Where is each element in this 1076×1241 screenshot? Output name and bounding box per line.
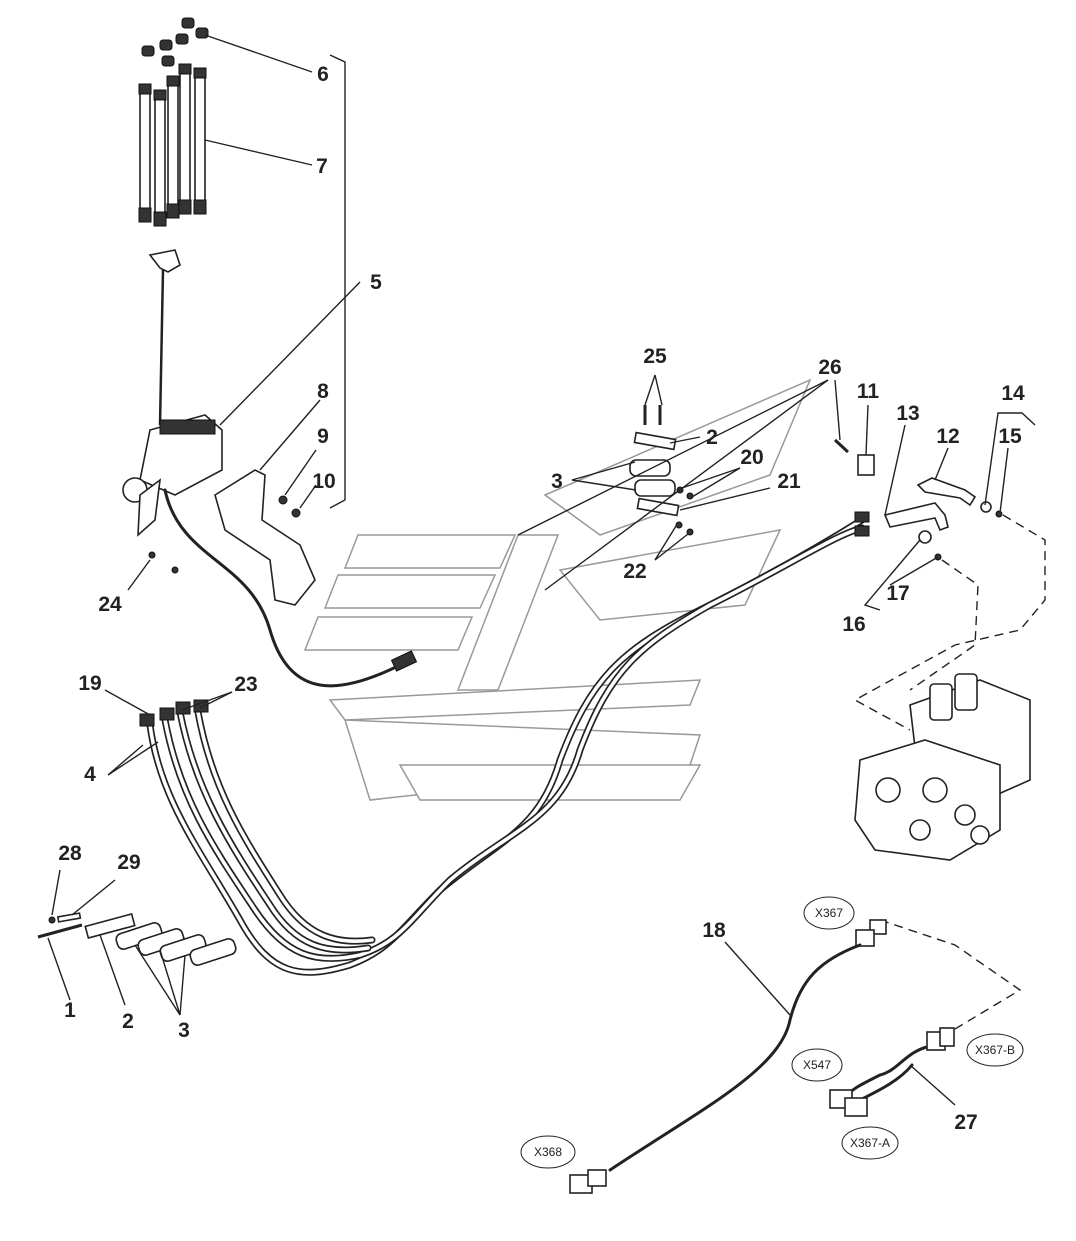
callout-25: 25 bbox=[643, 345, 667, 368]
control-valve-assembly bbox=[122, 249, 223, 537]
callout-7: 7 bbox=[316, 155, 328, 178]
callout-2: 2 bbox=[706, 426, 718, 449]
cable-plug bbox=[390, 650, 418, 672]
callout-28: 28 bbox=[58, 842, 82, 865]
connector-label: X367-B bbox=[975, 1043, 1015, 1057]
callout-numbers: 1 2 2 3 3 3 4 5 6 7 8 9 10 11 12 13 14 1… bbox=[58, 63, 1025, 1134]
callout-10: 10 bbox=[312, 470, 335, 493]
callout-3: 3 bbox=[178, 1019, 190, 1042]
hose-set bbox=[138, 63, 207, 227]
connector-label: X368 bbox=[534, 1145, 562, 1159]
fittings bbox=[833, 438, 1003, 561]
callout-14: 14 bbox=[1001, 382, 1025, 405]
connector-label: X367-A bbox=[850, 1136, 890, 1150]
callout-19: 19 bbox=[78, 672, 101, 695]
callout-9: 9 bbox=[317, 425, 329, 448]
callout-17: 17 bbox=[886, 582, 909, 605]
main-valve-block bbox=[854, 673, 1031, 861]
connector-label: X367 bbox=[815, 906, 843, 920]
leader-lines bbox=[47, 34, 1036, 1106]
callout-16: 16 bbox=[842, 613, 865, 636]
callout-24: 24 bbox=[98, 593, 122, 616]
callout-1: 1 bbox=[64, 999, 76, 1022]
group-bracket bbox=[329, 54, 346, 509]
callout-23: 23 bbox=[234, 673, 257, 696]
callout-4: 4 bbox=[84, 763, 96, 786]
callout-21: 21 bbox=[777, 470, 801, 493]
connector-label: X547 bbox=[803, 1058, 831, 1072]
callout-3: 3 bbox=[551, 470, 563, 493]
hose-caps bbox=[141, 17, 209, 67]
connector-labels: X367 X547 X367-B X367-A X368 bbox=[520, 896, 1024, 1169]
clamp-parts-lower bbox=[37, 912, 237, 966]
main-hose-bundle bbox=[139, 511, 870, 976]
callout-18: 18 bbox=[702, 919, 726, 942]
dashed-line-x367 bbox=[879, 919, 1022, 1036]
valve-cable bbox=[163, 488, 402, 688]
callout-27: 27 bbox=[954, 1111, 977, 1134]
callout-26: 26 bbox=[818, 356, 841, 379]
callout-29: 29 bbox=[117, 851, 140, 874]
callout-6: 6 bbox=[317, 63, 329, 86]
callout-12: 12 bbox=[936, 425, 959, 448]
dashed-line-14 bbox=[853, 514, 1046, 731]
callout-13: 13 bbox=[896, 402, 919, 425]
mounting-bracket bbox=[214, 469, 316, 606]
callout-20: 20 bbox=[740, 446, 763, 469]
callout-2: 2 bbox=[122, 1010, 134, 1033]
callout-8: 8 bbox=[317, 380, 329, 403]
wiring-harness bbox=[569, 919, 955, 1194]
callout-11: 11 bbox=[857, 380, 880, 403]
dashed-line-16 bbox=[909, 559, 979, 691]
callout-5: 5 bbox=[370, 271, 382, 294]
callout-22: 22 bbox=[623, 560, 646, 583]
callout-15: 15 bbox=[998, 425, 1022, 448]
